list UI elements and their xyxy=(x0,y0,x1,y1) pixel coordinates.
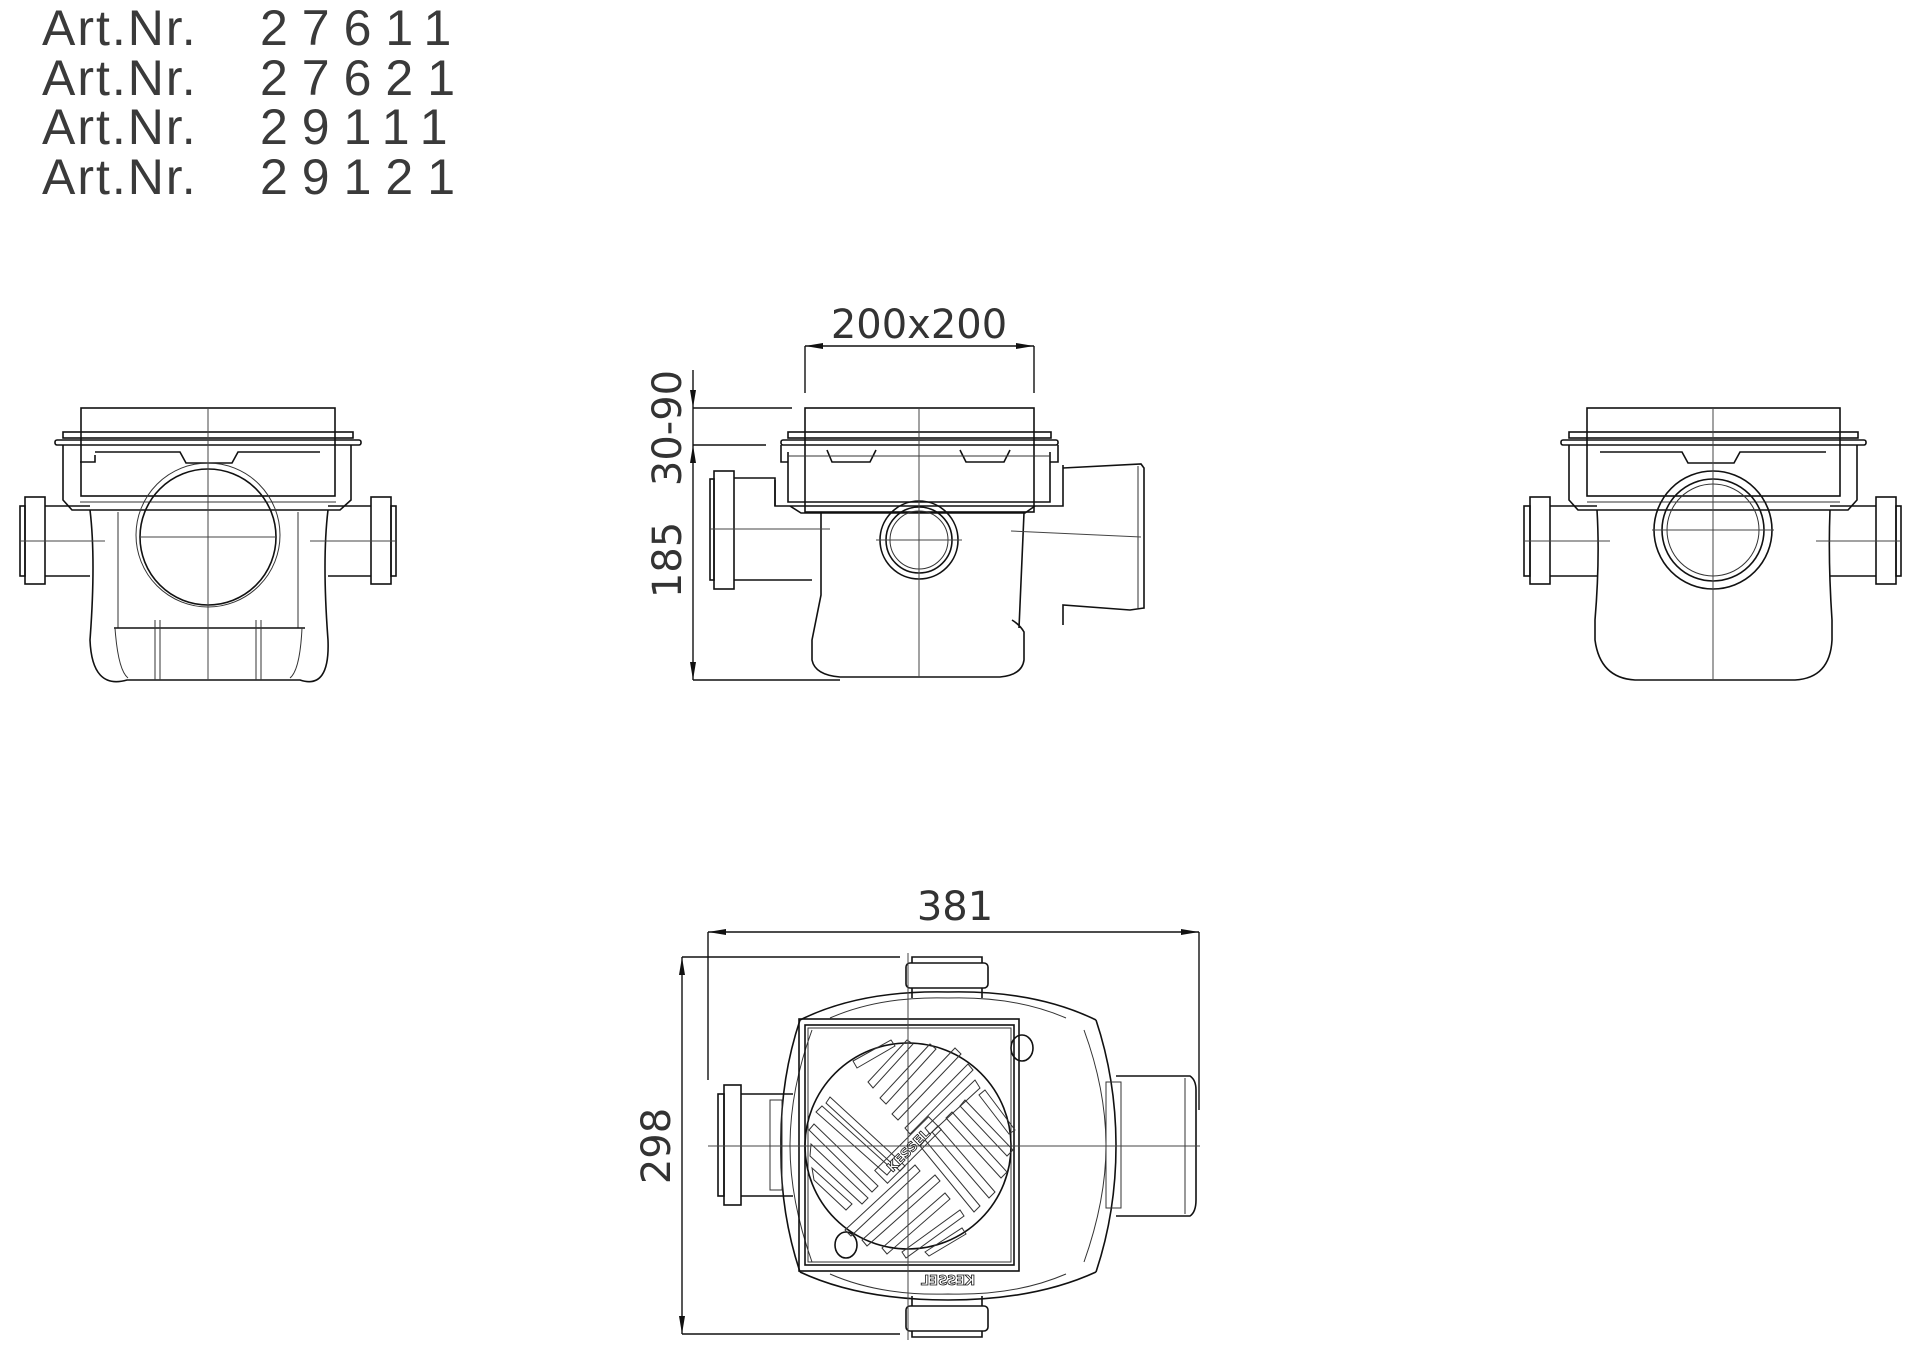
article-number: 29111 xyxy=(260,99,462,155)
left-side-view xyxy=(19,407,397,683)
article-number-row: Art.Nr. 27621 xyxy=(42,49,470,106)
article-number: 27611 xyxy=(260,0,466,56)
center-front-view: 200x200 30-90 185 xyxy=(645,302,1145,681)
article-number: 27621 xyxy=(260,49,470,106)
dimension-height-adjust: 30-90 xyxy=(645,370,691,486)
dimension-body-height: 185 xyxy=(645,522,691,598)
article-number-row: Art.Nr. 27611 xyxy=(42,0,469,56)
dimension-grate-size: 200x200 xyxy=(831,302,1007,348)
svg-text:KESSEL: KESSEL xyxy=(921,1274,975,1289)
dimension-depth: 298 xyxy=(634,1108,680,1184)
article-label: Art.Nr. xyxy=(42,99,198,155)
dimension-width: 381 xyxy=(917,884,993,930)
article-number-row: Art.Nr. 29121 xyxy=(42,148,470,205)
svg-text:KESSEL: KESSEL xyxy=(885,1127,934,1176)
article-label: Art.Nr. xyxy=(42,49,198,106)
article-label: Art.Nr. xyxy=(42,148,198,205)
article-number: 29121 xyxy=(260,148,470,205)
plan-view: KESSEL KESSEL 381 xyxy=(634,884,1200,1340)
kessel-logo-bottom: KESSEL xyxy=(920,1274,975,1290)
article-number-row: Art.Nr. 29111 xyxy=(42,99,469,155)
grate-slots xyxy=(808,1039,1016,1259)
right-side-view xyxy=(1523,407,1902,681)
article-label: Art.Nr. xyxy=(42,0,198,56)
article-number-list: Art.Nr. 27611 Art.Nr. 27621 Art.Nr. 29111 A… xyxy=(42,0,470,205)
